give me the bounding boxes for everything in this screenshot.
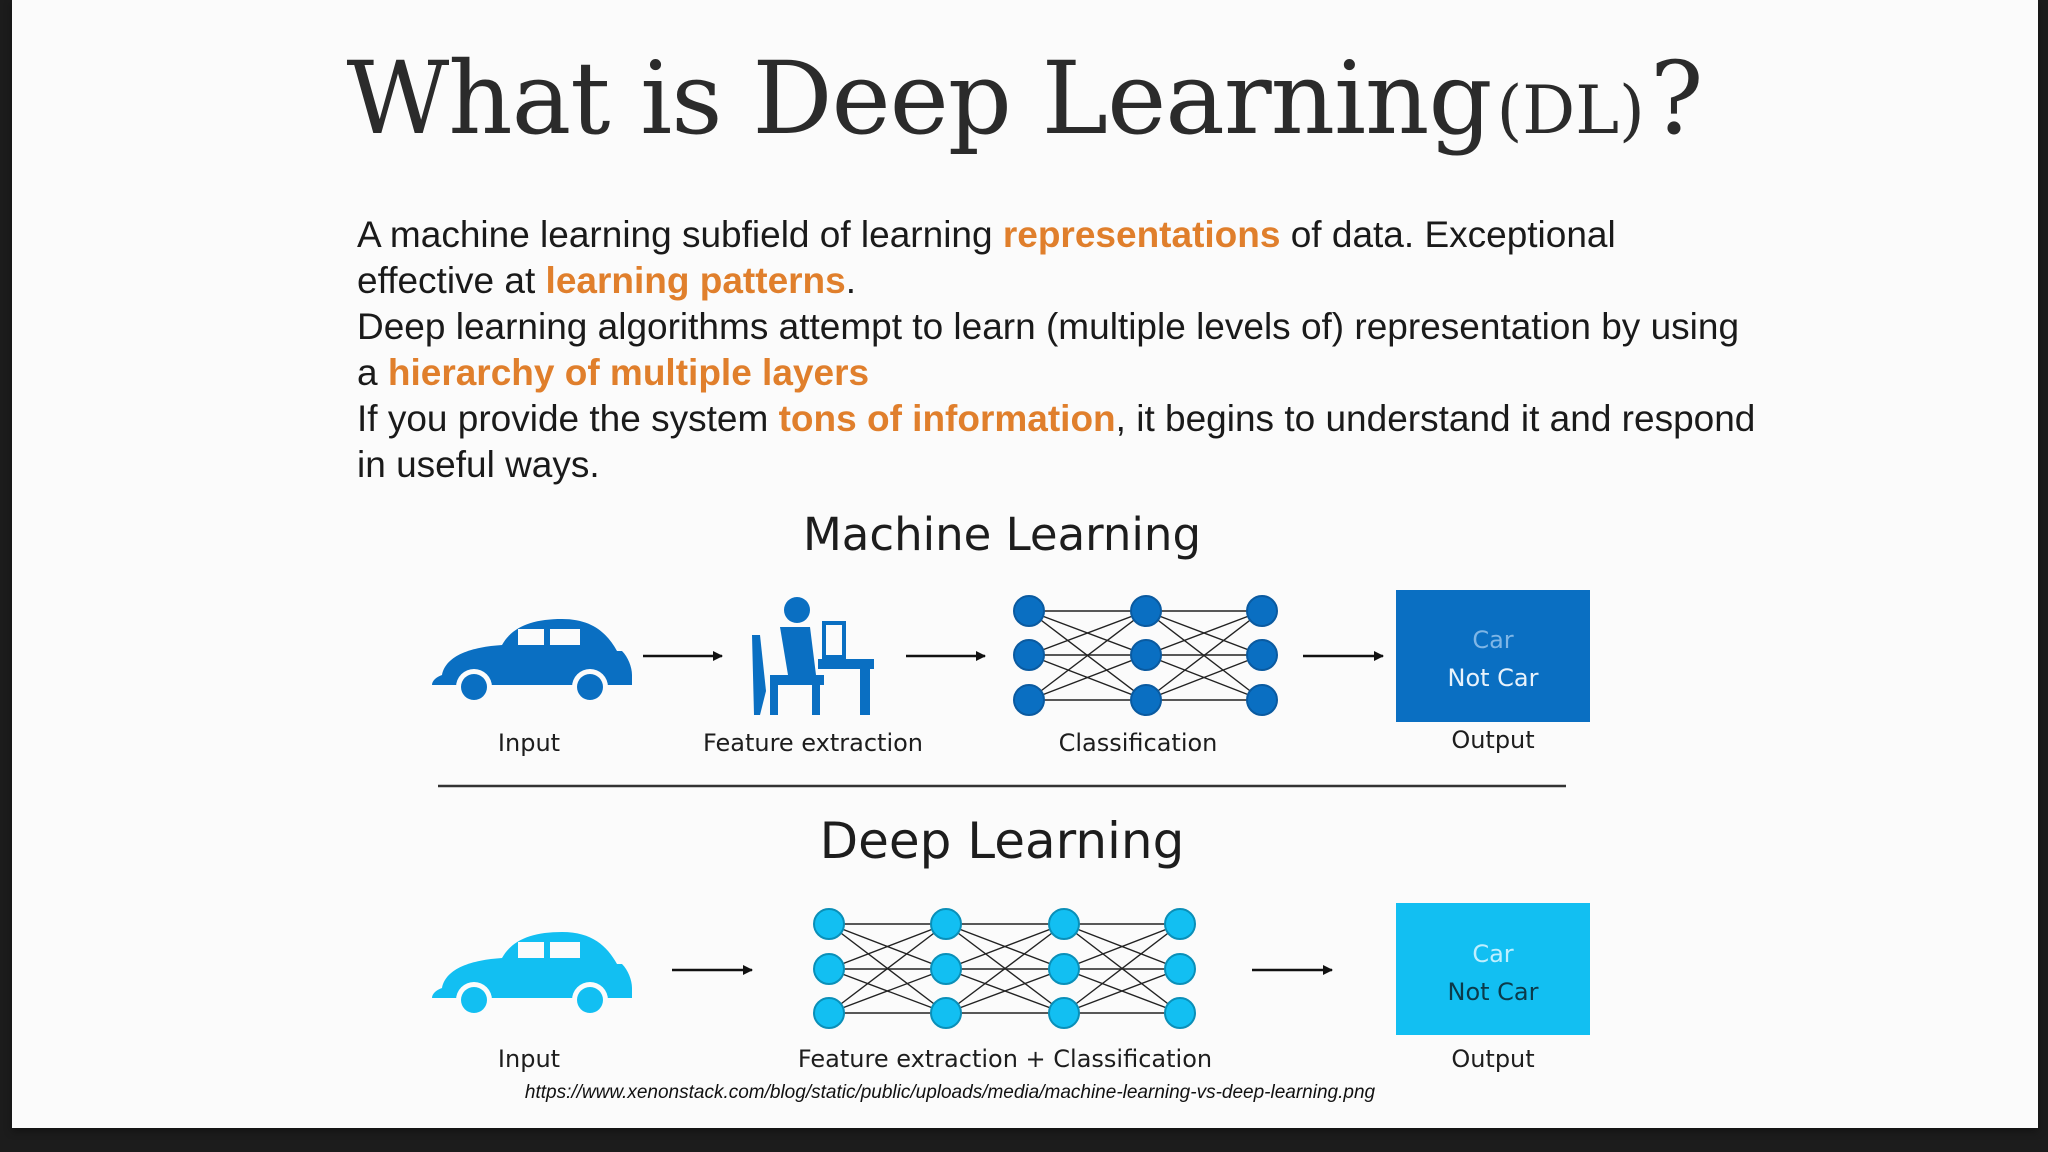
highlight-term: tons of information	[778, 398, 1116, 439]
slide: What is Deep Learning (DL) ? A machine l…	[12, 0, 2038, 1128]
ml-label-classification: Classification	[1059, 729, 1218, 757]
dl-output-car: Car	[1472, 940, 1513, 968]
body-text-run: .	[845, 260, 857, 301]
network-node	[1164, 908, 1196, 940]
network-node	[1048, 997, 1080, 1029]
network-edge	[1063, 923, 1181, 970]
title-abbr: (DL)	[1496, 72, 1645, 149]
body-text-run: If you provide the system	[357, 398, 779, 439]
network-node	[1048, 953, 1080, 985]
ml-label-input: Input	[498, 729, 560, 757]
network-node	[1013, 595, 1045, 627]
network-edge	[828, 968, 947, 1014]
network-node	[1164, 997, 1196, 1029]
network-node	[1013, 684, 1045, 716]
network-node	[930, 997, 962, 1029]
title-main: What is Deep Learning	[346, 40, 1492, 157]
title-question: ?	[1649, 40, 1704, 157]
network-edge	[1028, 654, 1147, 701]
network-edge	[945, 923, 1065, 1014]
highlight-term: learning patterns	[545, 260, 846, 301]
network-edge	[945, 923, 1065, 970]
network-node	[813, 997, 845, 1029]
network-edge	[945, 968, 1065, 1014]
highlight-term: hierarchy of multiple layers	[387, 352, 870, 393]
ml-output-car: Car	[1472, 626, 1513, 654]
network-edge	[828, 923, 947, 1014]
network-node	[1048, 908, 1080, 940]
ml-neural-network	[1013, 595, 1278, 716]
network-edge	[1028, 610, 1147, 656]
network-node	[1013, 639, 1045, 671]
ml-output-not-car: Not Car	[1447, 664, 1538, 692]
ml-car-icon	[432, 619, 632, 705]
body-text-run: of data. Exceptional effective at	[357, 214, 1616, 301]
network-edge	[1145, 654, 1263, 701]
network-edge	[1063, 923, 1181, 1014]
ml-title: Machine Learning	[803, 508, 1201, 561]
ml-output-box: Car Not Car	[1396, 590, 1590, 722]
network-node	[1130, 639, 1162, 671]
network-edge	[1028, 610, 1147, 701]
network-edge	[828, 923, 947, 970]
person-at-desk-icon	[752, 597, 874, 715]
network-node	[1246, 639, 1278, 671]
dl-car-icon	[432, 932, 632, 1018]
network-node	[1130, 595, 1162, 627]
dl-title: Deep Learning	[820, 812, 1185, 870]
network-node	[813, 908, 845, 940]
network-node	[1246, 684, 1278, 716]
network-node	[813, 953, 845, 985]
network-node	[930, 908, 962, 940]
dl-label-input: Input	[498, 1045, 560, 1073]
dl-output-box: Car Not Car	[1396, 903, 1590, 1035]
network-node	[930, 953, 962, 985]
highlight-term: representations	[1002, 214, 1281, 255]
slide-title: What is Deep Learning (DL) ?	[12, 40, 2038, 157]
ml-label-output: Output	[1451, 726, 1534, 754]
dl-label-combined: Feature extraction + Classification	[798, 1045, 1212, 1073]
network-edge	[1145, 610, 1263, 701]
ml-label-feature: Feature extraction	[703, 729, 923, 757]
body-paragraph: A machine learning subfield of learning …	[357, 212, 1757, 304]
network-edge	[1063, 968, 1181, 1014]
body-text-run: , it begins to understand it and respond…	[357, 398, 1756, 485]
network-edge	[1145, 610, 1263, 656]
body-text-run: A machine learning subfield of learning	[357, 214, 1003, 255]
network-node	[1164, 953, 1196, 985]
network-node	[1130, 684, 1162, 716]
dl-label-output: Output	[1451, 1045, 1534, 1073]
body-text-run: Deep learning algorithms attempt to lear…	[357, 306, 1740, 393]
network-node	[1246, 595, 1278, 627]
dl-neural-network	[813, 908, 1196, 1029]
body-paragraph: If you provide the system tons of inform…	[357, 396, 1757, 488]
source-link[interactable]: https://www.xenonstack.com/blog/static/p…	[524, 1082, 1376, 1103]
dl-output-not-car: Not Car	[1447, 978, 1538, 1006]
body-paragraph: Deep learning algorithms attempt to lear…	[357, 304, 1757, 396]
body-text: A machine learning subfield of learning …	[357, 212, 1757, 488]
